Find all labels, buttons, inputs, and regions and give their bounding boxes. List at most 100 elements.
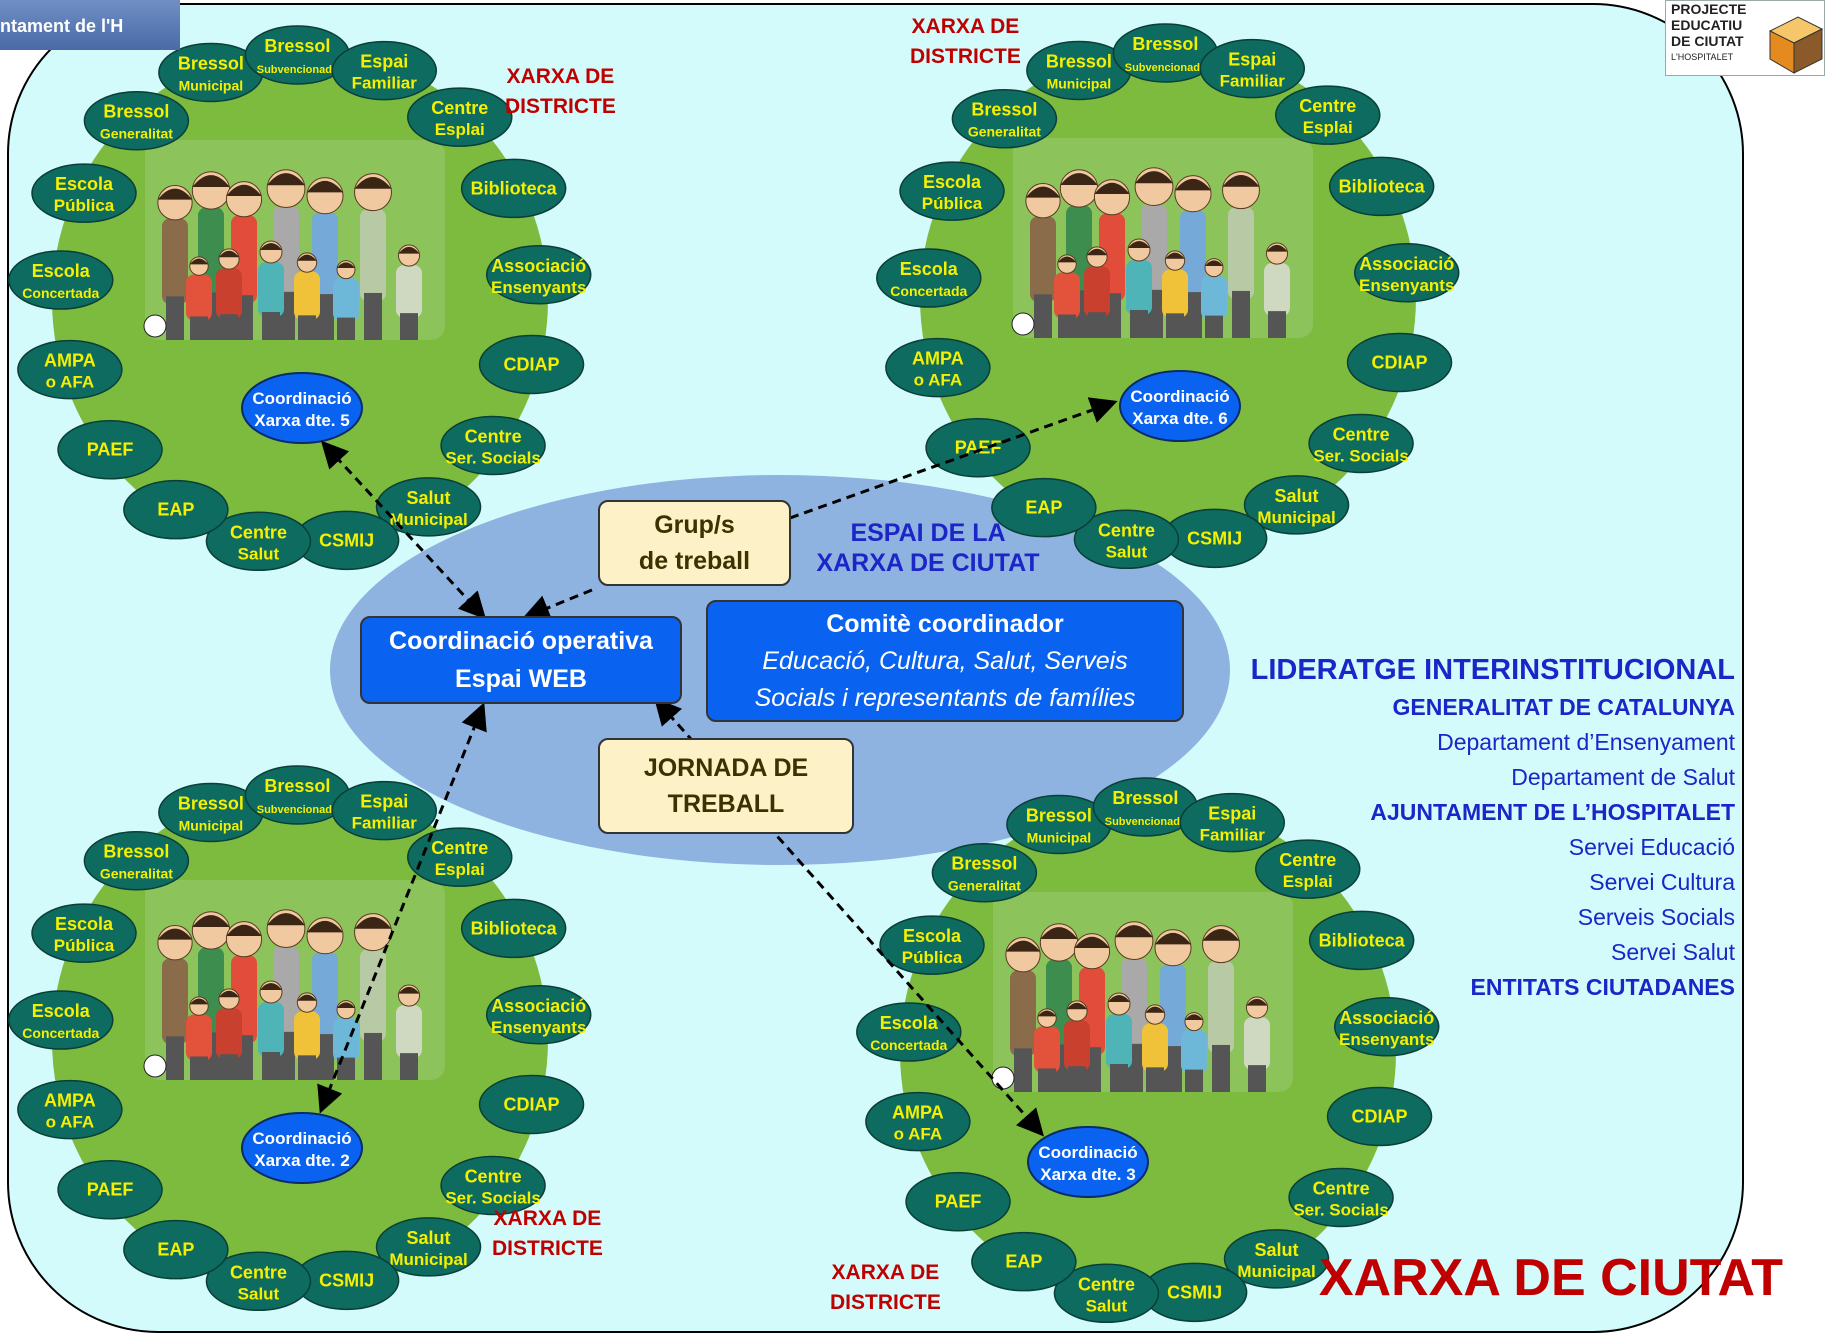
service-node: CSMIJ — [293, 1250, 400, 1311]
family-member — [1126, 238, 1152, 338]
logo-line-1: PROJECTE — [1671, 1, 1747, 17]
service-label-line1: Salut — [407, 1228, 451, 1248]
operative-coordination-box: Coordinació operativa Espai WEB — [360, 616, 682, 704]
service-label: EAP — [1005, 1252, 1042, 1272]
service-node: Biblioteca — [460, 158, 567, 219]
service-label-line1: AMPA — [892, 1103, 944, 1123]
servei-cultura: Servei Cultura — [1589, 869, 1735, 895]
serveis-socials: Serveis Socials — [1577, 904, 1735, 930]
service-label-line1: Escola — [55, 174, 114, 194]
ajuntament-text: ntament de l'H — [0, 16, 124, 36]
generalitat-heading: GENERALITAT DE CATALUNYA — [1392, 694, 1735, 720]
family-member — [1106, 992, 1132, 1092]
service-label-line2: Ensenyants — [491, 1018, 586, 1037]
district-network-0: BressolGeneralitatBressolMunicipalBresso… — [8, 25, 592, 572]
family-member — [186, 256, 212, 340]
district-network-1: BressolGeneralitatBressolMunicipalBresso… — [876, 23, 1460, 570]
service-label-line2: Municipal — [1047, 76, 1112, 92]
service-label-line1: Centre — [1279, 850, 1336, 870]
service-label-line1: Bressol — [971, 100, 1037, 120]
coordinating-committee-box: Comitè coordinador Educació, Cultura, Sa… — [706, 600, 1184, 722]
service-label-line1: Centre — [1078, 1274, 1135, 1294]
football-icon — [143, 1054, 167, 1078]
service-label: CDIAP — [504, 354, 560, 374]
coordination-label-line2: Xarxa dte. 6 — [1132, 409, 1227, 428]
service-label-line1: AMPA — [44, 1091, 96, 1111]
service-label-line1: Escola — [880, 1013, 939, 1033]
football-icon — [1011, 312, 1035, 336]
coordination-label-line1: Coordinació — [252, 1129, 351, 1148]
service-label-line2: Municipal — [1027, 830, 1092, 846]
servei-salut: Servei Salut — [1610, 939, 1735, 965]
service-label-line2: Pública — [902, 948, 963, 967]
service-label-line1: Bressol — [951, 854, 1017, 874]
service-node: Biblioteca — [460, 898, 567, 959]
service-label-line2: Esplai — [1303, 118, 1353, 137]
service-label-line2: Generalitat — [100, 866, 173, 882]
family-member — [294, 252, 320, 340]
service-label: CDIAP — [504, 1094, 560, 1114]
service-label-line1: Salut — [1255, 1240, 1299, 1260]
service-label-line2: Ensenyants — [1359, 276, 1454, 295]
service-node: CDIAP — [1346, 332, 1453, 393]
family-member — [186, 996, 212, 1080]
family-member — [1025, 183, 1061, 338]
service-node: CDIAP — [478, 1074, 585, 1135]
service-label-line1: Centre — [1333, 425, 1390, 445]
family-illustration — [1011, 138, 1313, 338]
family-member — [1264, 242, 1290, 338]
projecte-educatiu-logo: PROJECTE EDUCATIU DE CIUTAT L'HOSPITALET — [1665, 0, 1825, 76]
service-label: Biblioteca — [1319, 930, 1406, 950]
service-label-line2: Municipal — [179, 818, 244, 834]
logo-line-2: EDUCATIU — [1671, 17, 1743, 33]
service-node: CSMIJ — [1161, 508, 1268, 569]
service-label-line1: Bressol — [178, 794, 244, 814]
family-member — [1181, 1012, 1207, 1092]
coordination-label-line1: Coordinació — [252, 389, 351, 408]
connection-arrow — [320, 440, 487, 620]
service-label-line1: Centre — [431, 838, 488, 858]
ajuntament-bar: ntament de l'H — [0, 0, 180, 50]
service-label-line1: Centre — [465, 427, 522, 447]
service-node: PAEF — [925, 417, 1031, 478]
coordination-label-line2: Xarxa dte. 2 — [254, 1151, 349, 1170]
service-label-line2: Esplai — [435, 120, 485, 139]
service-label-line1: Centre — [431, 98, 488, 118]
family-member — [354, 173, 392, 340]
service-label-line2: Ser. Socials — [445, 1189, 540, 1208]
service-label-line2: Concertada — [22, 285, 99, 301]
service-label-line1: Escola — [32, 261, 91, 281]
service-label-line1: Associació — [1359, 254, 1454, 274]
service-label: CDIAP — [1352, 1106, 1408, 1126]
service-label: PAEF — [87, 1180, 134, 1200]
service-label-line2: Pública — [54, 936, 115, 955]
entitats-heading: ENTITATS CIUTADANES — [1470, 974, 1736, 1000]
service-node: EAP — [991, 477, 1097, 538]
service-node: PAEF — [57, 1159, 163, 1220]
service-label-line1: AMPA — [44, 351, 96, 371]
service-label: Biblioteca — [471, 918, 558, 938]
service-label-line2: Familiar — [1220, 72, 1286, 91]
service-label-line2: Subvencionada — [257, 804, 339, 816]
coordination-label-line2: Xarxa dte. 3 — [1040, 1165, 1135, 1184]
service-label-line1: Centre — [230, 1262, 287, 1282]
city-network-space-label: ESPAI DE LA XARXA DE CIUTAT — [816, 519, 1040, 577]
